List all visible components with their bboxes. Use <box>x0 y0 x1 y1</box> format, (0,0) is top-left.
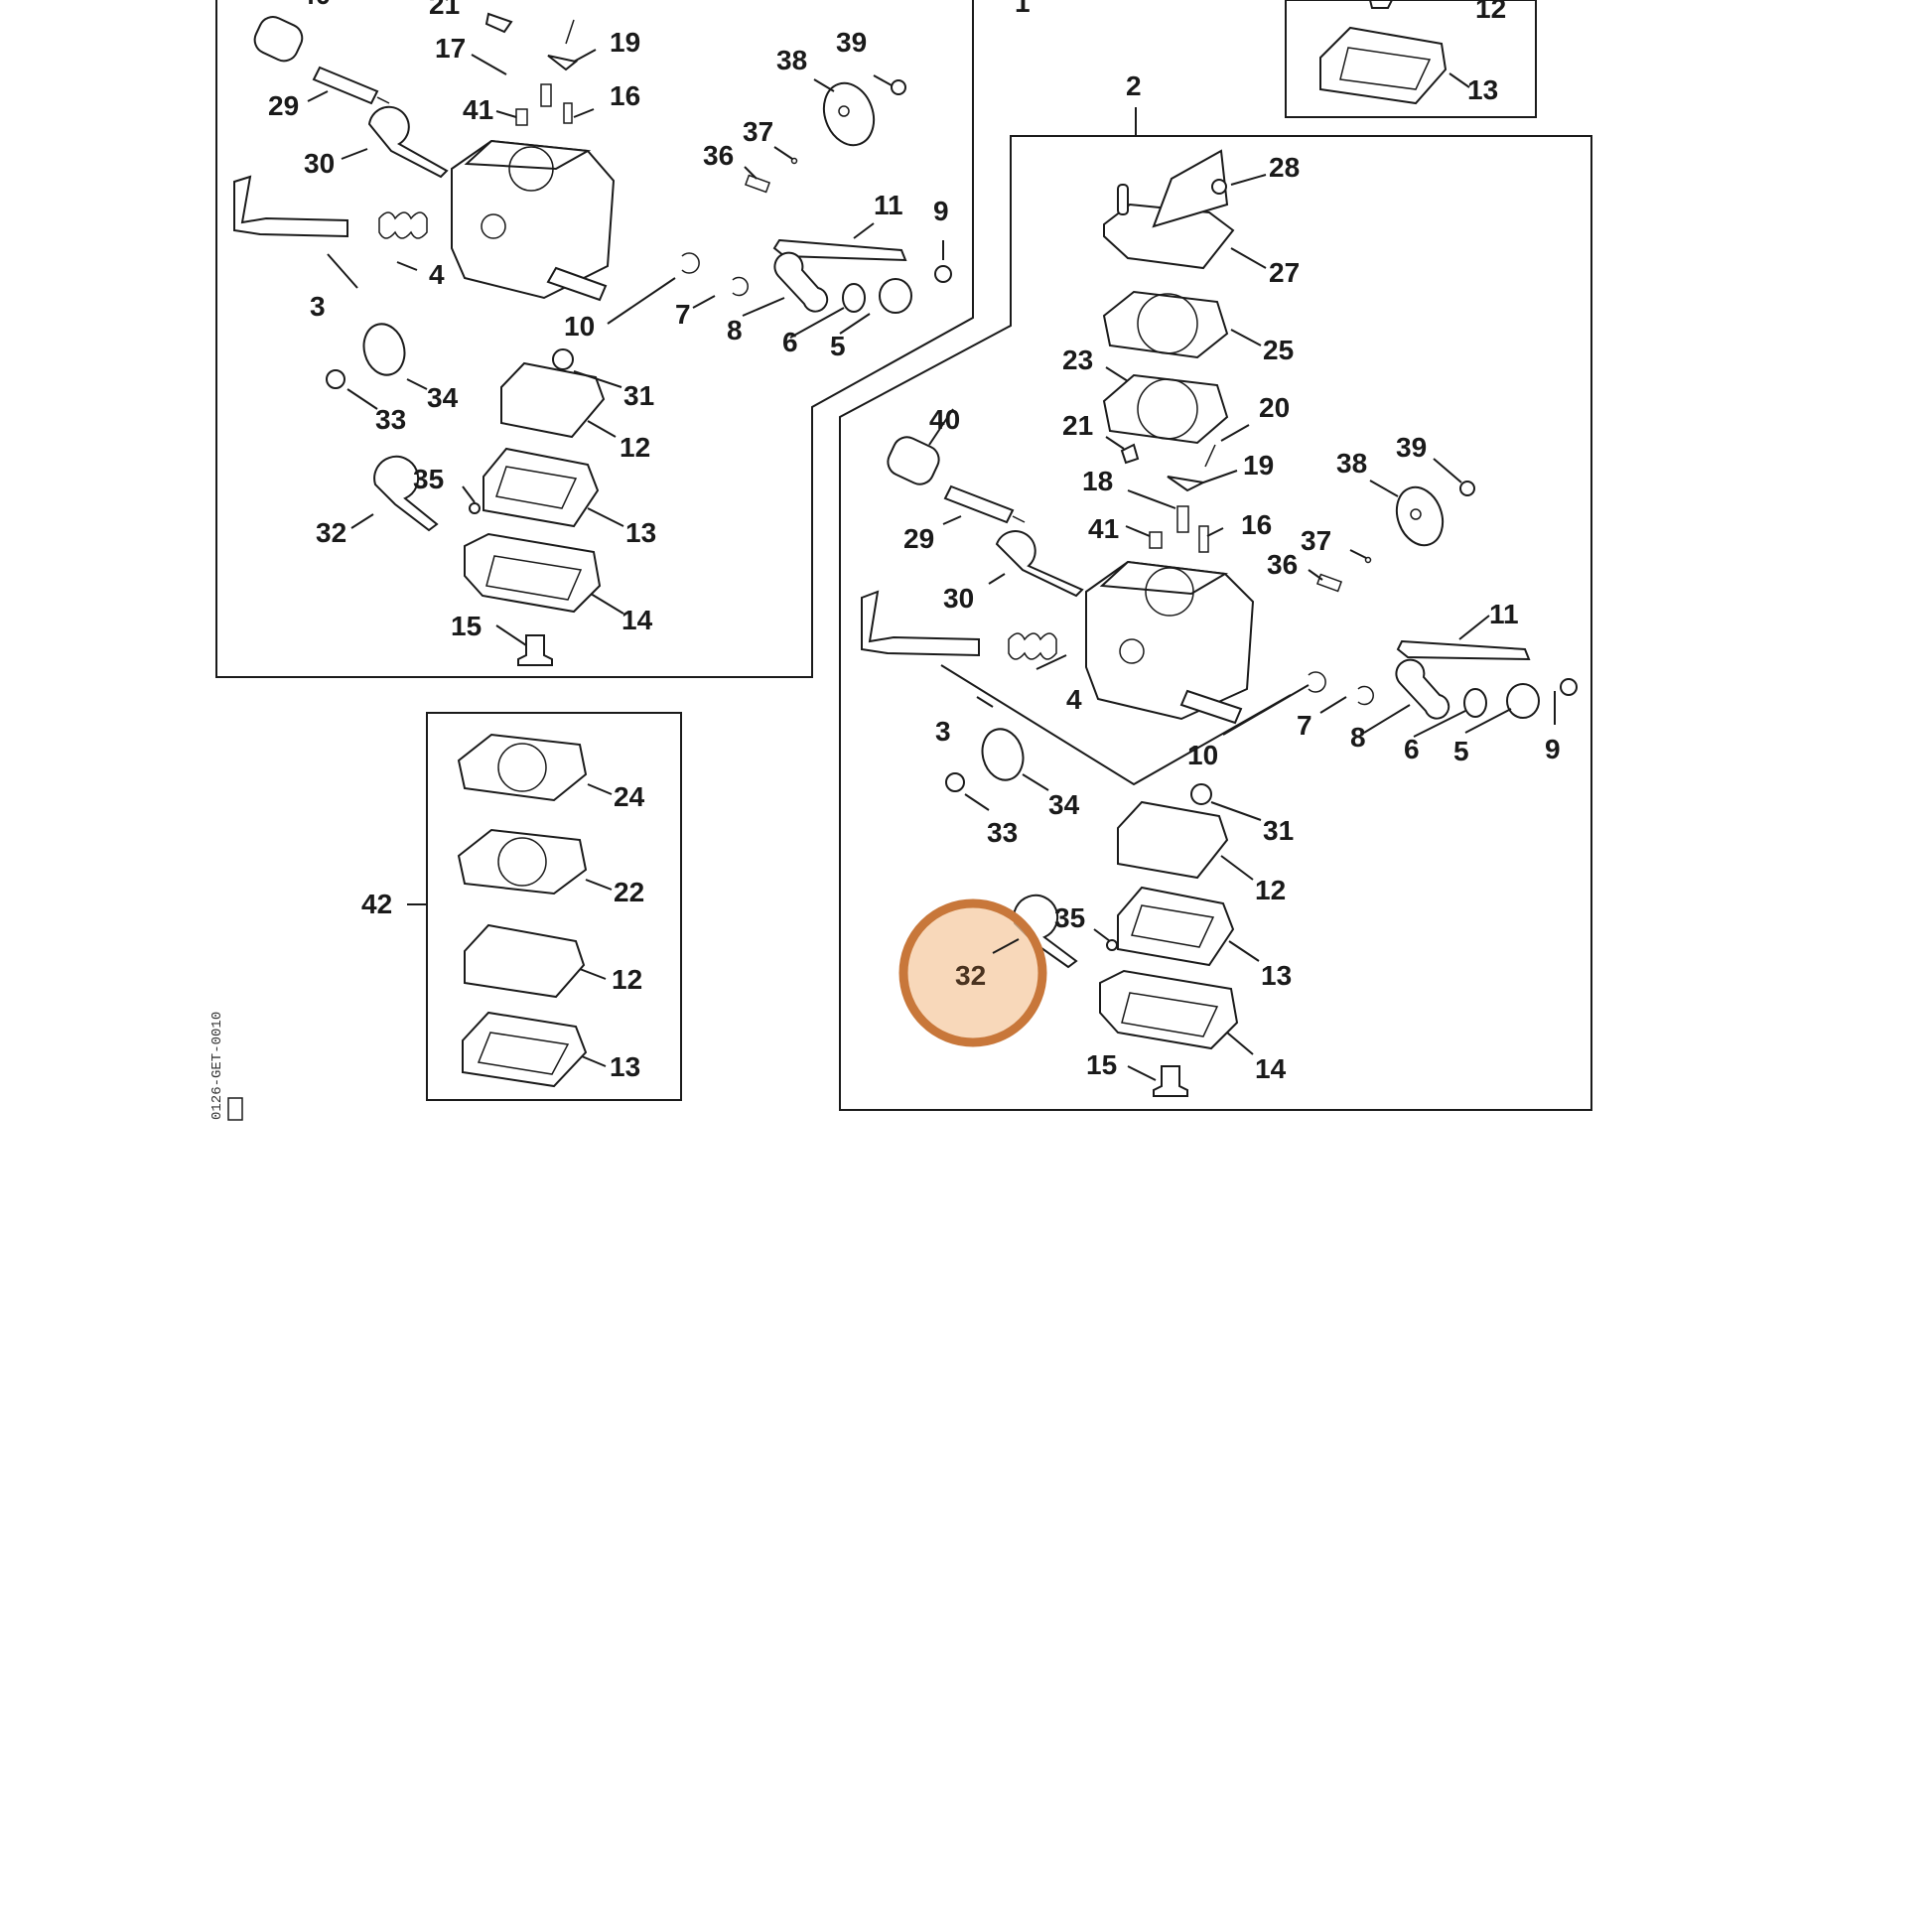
svg-text:8: 8 <box>1350 722 1366 753</box>
label-2: 2 <box>1126 70 1142 101</box>
svg-text:3: 3 <box>935 716 951 747</box>
svg-text:11: 11 <box>874 190 903 220</box>
highlight-label: 32 <box>955 960 986 991</box>
svg-text:18: 18 <box>1082 466 1113 496</box>
label-1: 1 <box>1015 0 1031 18</box>
svg-text:12: 12 <box>1475 0 1506 24</box>
highlight-callout-32[interactable]: 32 <box>898 898 1047 1047</box>
svg-text:13: 13 <box>1467 74 1498 105</box>
svg-text:23: 23 <box>1062 345 1093 375</box>
label-42: 42 <box>361 889 392 919</box>
svg-text:14: 14 <box>1255 1053 1287 1084</box>
svg-text:33: 33 <box>375 404 406 435</box>
svg-text:38: 38 <box>776 45 807 75</box>
svg-text:15: 15 <box>451 611 482 641</box>
assembly-2-parts <box>861 149 1578 1097</box>
svg-text:35: 35 <box>1054 902 1085 933</box>
assembly-frame <box>839 135 1592 1111</box>
svg-text:4: 4 <box>429 259 445 290</box>
svg-text:27: 27 <box>1269 257 1300 288</box>
svg-text:0126-GET-0010: 0126-GET-0010 <box>209 1012 225 1120</box>
svg-text:6: 6 <box>782 327 798 357</box>
svg-text:19: 19 <box>1243 450 1274 481</box>
svg-text:41: 41 <box>463 94 493 125</box>
svg-text:24: 24 <box>614 781 645 812</box>
svg-text:31: 31 <box>623 380 654 411</box>
svg-text:12: 12 <box>612 964 642 995</box>
svg-text:17: 17 <box>435 33 466 64</box>
svg-text:13: 13 <box>625 517 656 548</box>
svg-text:12: 12 <box>620 432 650 463</box>
svg-text:34: 34 <box>427 382 459 413</box>
svg-text:8: 8 <box>727 315 743 345</box>
kit-frame <box>426 712 682 1101</box>
svg-text:39: 39 <box>1396 432 1427 463</box>
svg-text:37: 37 <box>1301 525 1331 556</box>
svg-text:10: 10 <box>564 311 595 342</box>
top-right-parts <box>1319 0 1448 105</box>
svg-text:30: 30 <box>943 583 974 614</box>
svg-text:5: 5 <box>1453 736 1469 766</box>
svg-text:13: 13 <box>1261 960 1292 991</box>
svg-text:29: 29 <box>903 523 934 554</box>
kit-42-parts <box>457 733 588 1088</box>
svg-text:15: 15 <box>1086 1049 1117 1080</box>
svg-text:36: 36 <box>1267 549 1298 580</box>
leader-lines <box>307 49 1556 1081</box>
svg-text:22: 22 <box>614 877 644 907</box>
svg-text:5: 5 <box>830 331 846 361</box>
svg-text:20: 20 <box>1259 392 1290 423</box>
svg-text:29: 29 <box>268 90 299 121</box>
svg-text:7: 7 <box>675 299 691 330</box>
svg-text:35: 35 <box>413 464 444 494</box>
svg-text:41: 41 <box>1088 513 1119 544</box>
svg-text:33: 33 <box>987 817 1018 848</box>
svg-text:3: 3 <box>310 291 326 322</box>
svg-text:30: 30 <box>304 148 335 179</box>
top-left-parts <box>233 12 952 666</box>
svg-text:16: 16 <box>610 80 640 111</box>
svg-text:32: 32 <box>316 517 346 548</box>
svg-text:4: 4 <box>1066 684 1082 715</box>
svg-text:10: 10 <box>1187 740 1218 770</box>
svg-text:36: 36 <box>703 140 734 171</box>
svg-text:14: 14 <box>621 605 653 635</box>
svg-text:13: 13 <box>610 1051 640 1082</box>
svg-text:28: 28 <box>1269 152 1300 183</box>
svg-text:11: 11 <box>1489 599 1519 629</box>
svg-text:9: 9 <box>933 196 949 226</box>
svg-text:39: 39 <box>836 27 867 58</box>
svg-text:19: 19 <box>610 27 640 58</box>
callout-labels: 1 2 40 21 17 19 41 16 29 30 38 39 37 36 … <box>268 0 1561 1084</box>
svg-text:34: 34 <box>1048 789 1080 820</box>
svg-text:25: 25 <box>1263 335 1294 365</box>
top-left-frame <box>215 0 974 678</box>
document-id: 0126-GET-0010 <box>209 1012 225 1120</box>
svg-text:7: 7 <box>1297 710 1312 741</box>
svg-text:16: 16 <box>1241 509 1272 540</box>
svg-text:31: 31 <box>1263 815 1294 846</box>
svg-text:21: 21 <box>429 0 460 20</box>
svg-text:12: 12 <box>1255 875 1286 905</box>
svg-text:37: 37 <box>743 116 773 147</box>
svg-text:40: 40 <box>929 404 960 435</box>
svg-text:9: 9 <box>1545 734 1561 764</box>
svg-text:40: 40 <box>300 0 331 10</box>
svg-text:6: 6 <box>1404 734 1420 764</box>
top-right-frame <box>1285 0 1537 118</box>
svg-text:38: 38 <box>1336 448 1367 479</box>
svg-text:21: 21 <box>1062 410 1093 441</box>
